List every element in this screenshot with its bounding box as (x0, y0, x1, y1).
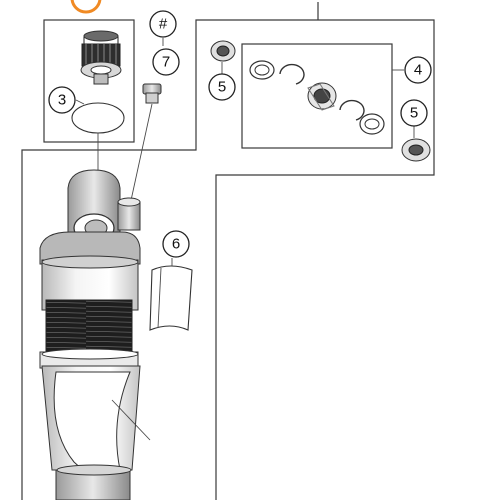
leader-part-3 (75, 99, 85, 105)
bearing-assembly (210, 40, 431, 162)
bleed-screw (142, 83, 162, 104)
callout-3: 3 (48, 86, 76, 114)
shock-absorber (39, 133, 151, 500)
svg-text:6: 6 (172, 236, 180, 253)
part-4-box (241, 43, 393, 149)
svg-text:7: 7 (162, 54, 170, 71)
svg-text:5: 5 (410, 105, 418, 122)
callout-7: 7 (152, 48, 180, 76)
svg-text:5: 5 (218, 79, 226, 96)
callout-4: 4 (404, 56, 432, 84)
callout-5-right: 5 (400, 99, 428, 127)
valve-cartridge (80, 30, 122, 85)
main-frame-outline (21, 19, 435, 500)
leader-part-7 (129, 103, 153, 206)
part-3-box (43, 19, 135, 143)
callout-5-left: 5 (208, 73, 236, 101)
o-ring-part-3 (71, 102, 125, 134)
protective-sleeve (149, 265, 193, 331)
svg-text:4: 4 (414, 62, 422, 79)
svg-text:3: 3 (58, 92, 66, 109)
spring-coil (45, 299, 133, 357)
svg-text:#: # (159, 16, 168, 33)
highlight-callout-arc (70, 0, 102, 14)
callout-6: 6 (162, 230, 190, 258)
callout-hash: # (149, 10, 177, 38)
